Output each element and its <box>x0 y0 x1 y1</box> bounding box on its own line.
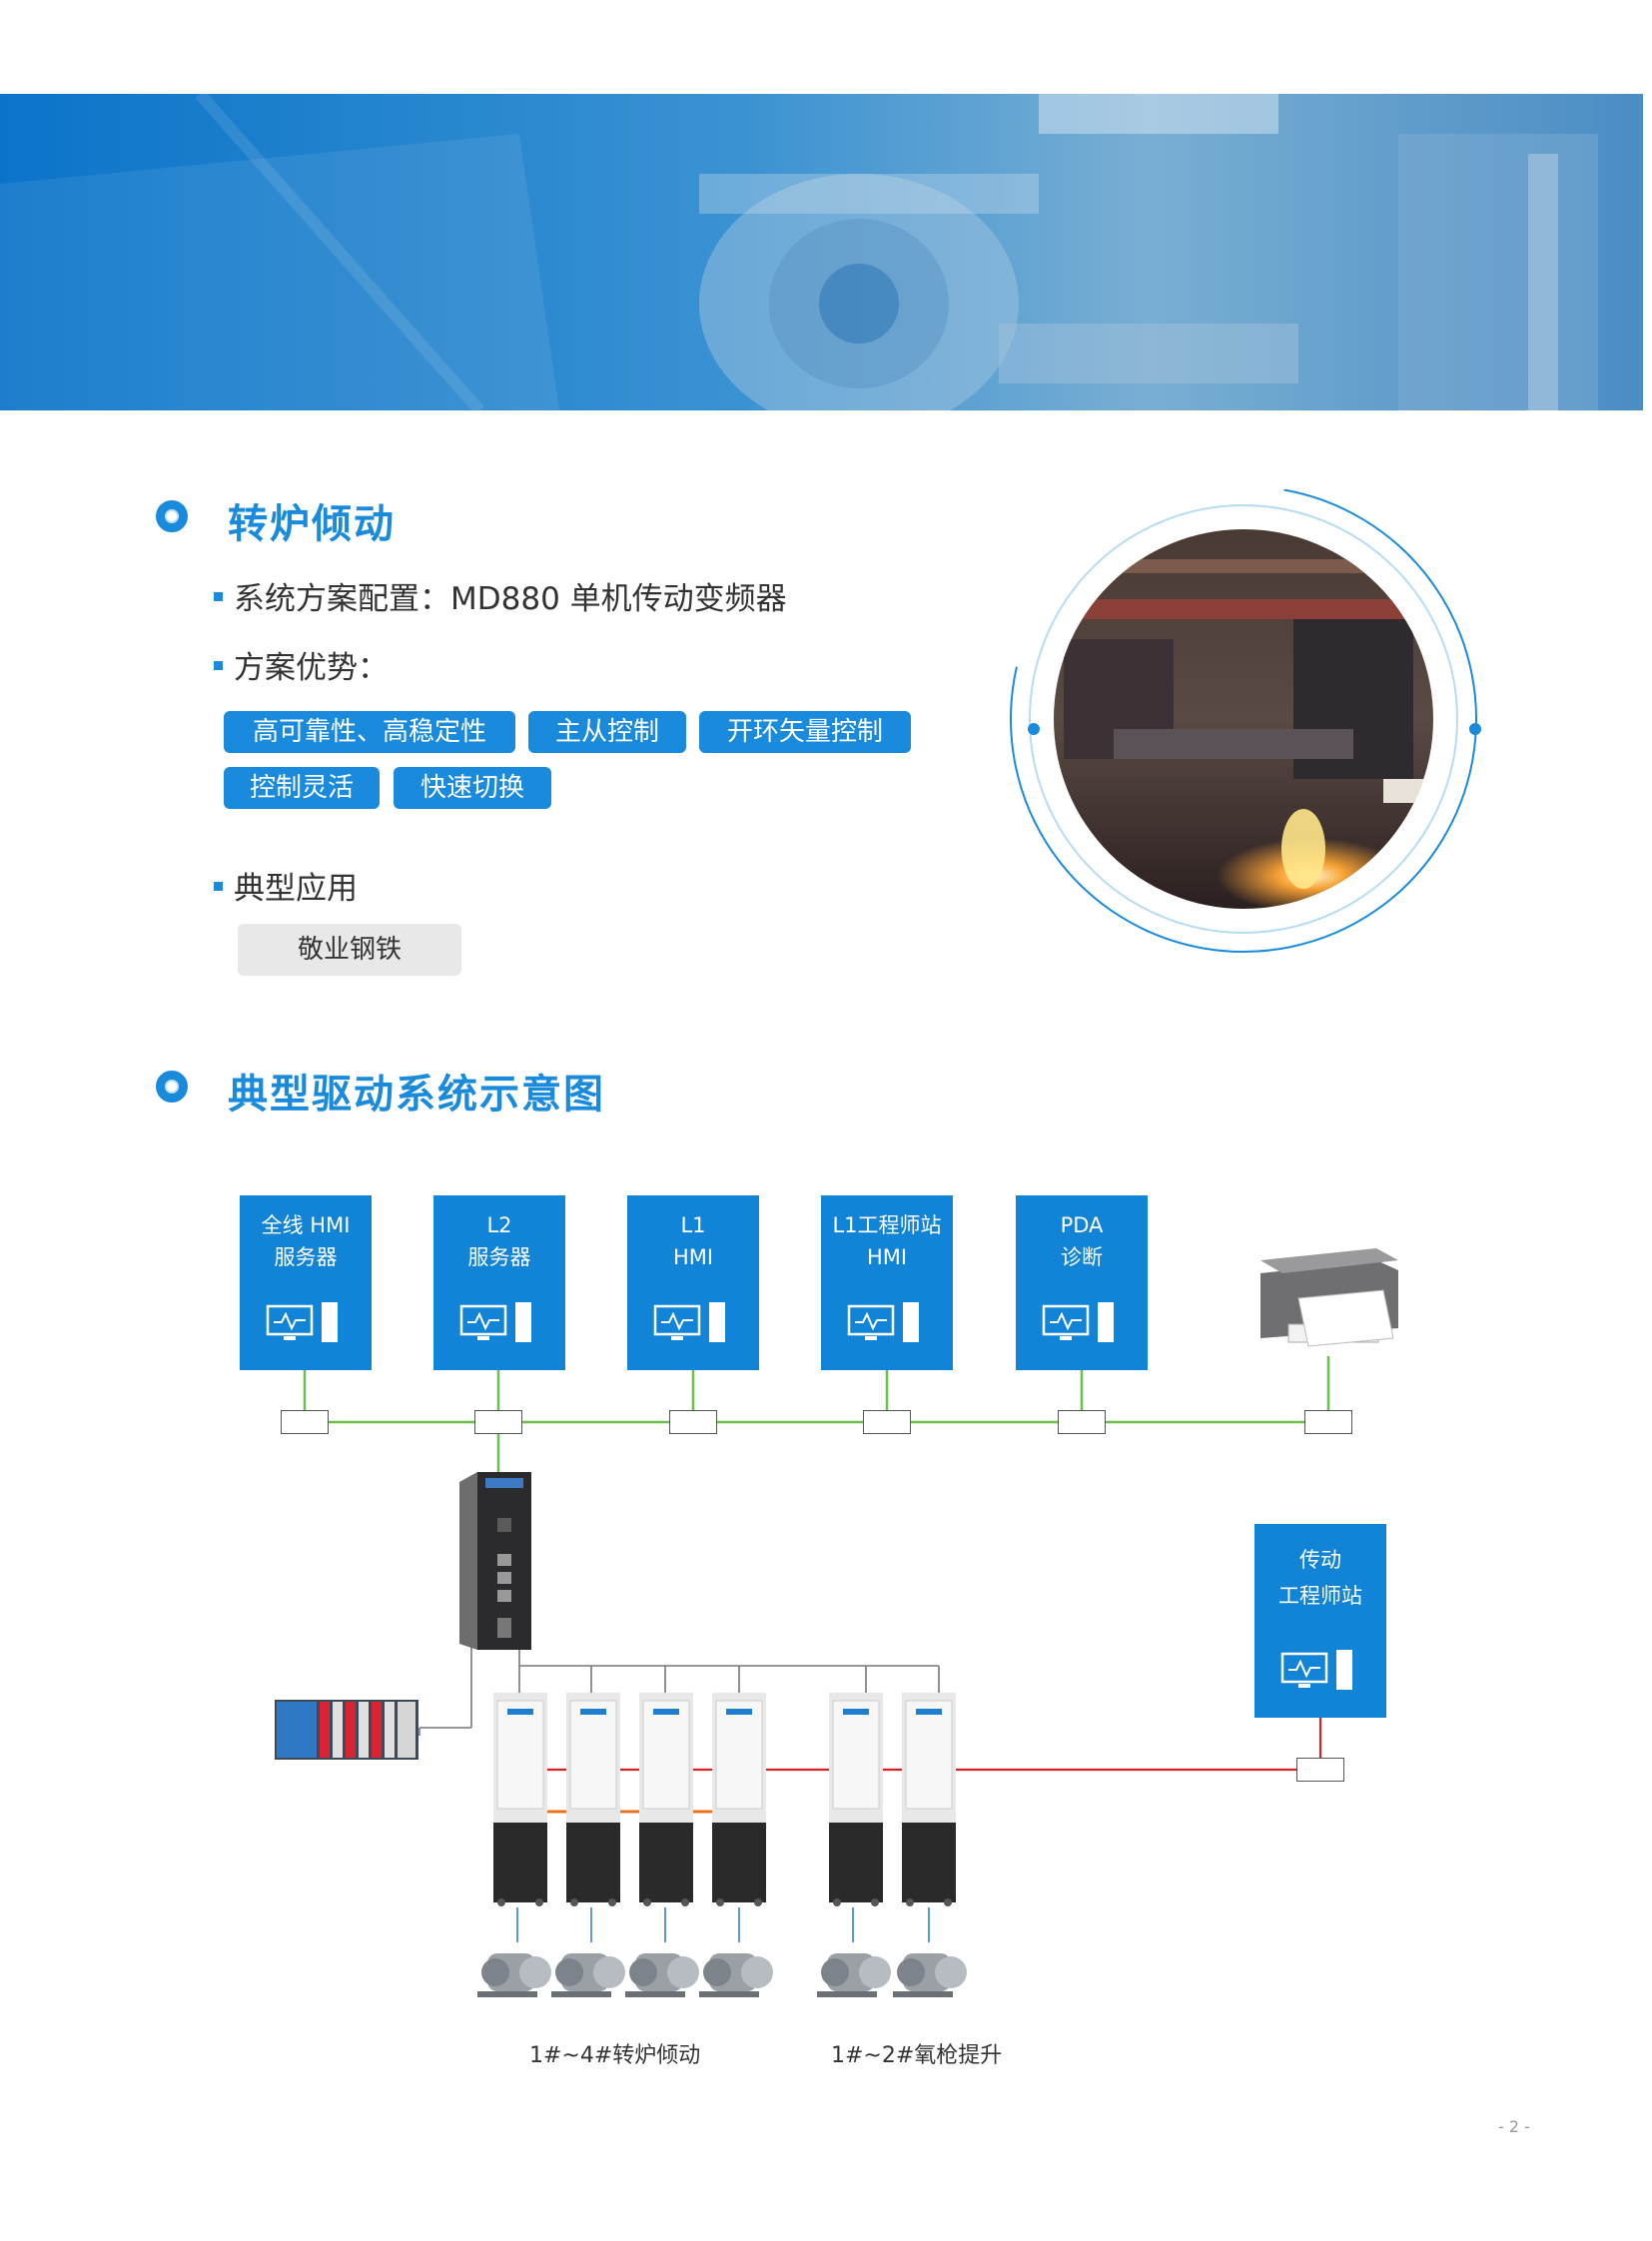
config-label: 系统方案配置：MD880 单机传动变频器 <box>234 581 787 617</box>
io-rack <box>275 1700 418 1760</box>
diagram-box-l1-hmi: L1 HMI <box>627 1195 759 1370</box>
network-connector <box>1058 1410 1106 1434</box>
workstation-icon <box>1042 1302 1114 1342</box>
converter-photo-frame <box>994 485 1493 969</box>
advantage-tag: 控制灵活 <box>224 767 380 809</box>
advantage-tag: 高可靠性、高稳定性 <box>224 711 515 753</box>
box-line2: 工程师站 <box>1278 1584 1362 1608</box>
section-title-diagram: 典型驱动系统示意图 <box>228 1072 605 1118</box>
diagram-box-drive-engineer-station: 传动 工程师站 <box>1254 1524 1386 1718</box>
caption-converter-tilting: 1#~4#转炉倾动 <box>529 2043 701 2068</box>
drive-units <box>493 1693 956 1906</box>
printer-icon <box>1260 1248 1398 1347</box>
network-connector <box>474 1410 522 1434</box>
box-line1: PDA <box>1060 1213 1104 1237</box>
motor-cables <box>516 1907 930 1942</box>
box-line2: 诊断 <box>1061 1245 1103 1269</box>
workstation-icon <box>459 1302 531 1342</box>
bullet-icon <box>214 592 223 601</box>
box-line1: L1 <box>680 1213 706 1237</box>
box-line1: 传动 <box>1299 1548 1341 1572</box>
section-ring-icon <box>156 1071 188 1103</box>
application-label: 典型应用 <box>234 871 358 907</box>
workstation-icon <box>1280 1650 1352 1690</box>
section-ring-icon <box>156 500 188 532</box>
advantage-tag: 快速切换 <box>394 767 551 809</box>
network-connector <box>863 1410 911 1434</box>
header-banner-photo <box>0 94 1643 410</box>
page-number: - 2 - <box>1498 2117 1530 2136</box>
caption-oxygen-lance: 1#~2#氧枪提升 <box>831 2043 1003 2068</box>
control-lines <box>418 1643 940 1736</box>
advantages-label: 方案优势： <box>234 650 389 686</box>
network-lines <box>303 1356 1330 1474</box>
diagram-box-l2-server: L2 服务器 <box>433 1195 565 1370</box>
advantage-tag: 开环矢量控制 <box>699 711 911 753</box>
bullet-icon <box>214 661 223 670</box>
workstation-icon <box>266 1302 338 1342</box>
box-line1: 全线 HMI <box>261 1213 351 1237</box>
network-connector <box>281 1410 329 1434</box>
plc-controller <box>459 1472 531 1650</box>
box-line2: HMI <box>672 1245 714 1269</box>
drive-link-connector <box>1296 1758 1344 1782</box>
diagram-box-l1-engineer-station: L1工程师站 HMI <box>821 1195 953 1370</box>
box-line2: 服务器 <box>274 1245 338 1269</box>
box-line2: HMI <box>866 1245 908 1269</box>
box-line1: L2 <box>486 1213 512 1237</box>
diagram-box-pda: PDA 诊断 <box>1016 1195 1148 1370</box>
diagram-box-hmi-server: 全线 HMI 服务器 <box>240 1195 372 1370</box>
network-connector <box>1304 1410 1352 1434</box>
advantage-tag: 主从控制 <box>528 711 686 753</box>
workstation-icon <box>847 1302 919 1342</box>
workstation-icon <box>653 1302 725 1342</box>
box-line2: 服务器 <box>467 1245 531 1269</box>
bullet-icon <box>214 882 223 891</box>
application-tag: 敬业钢铁 <box>238 924 461 976</box>
box-line1: L1工程师站 <box>832 1213 942 1237</box>
network-connector <box>669 1410 717 1434</box>
motor-icons <box>477 1953 967 1997</box>
section-title-converter: 转炉倾动 <box>228 501 396 547</box>
